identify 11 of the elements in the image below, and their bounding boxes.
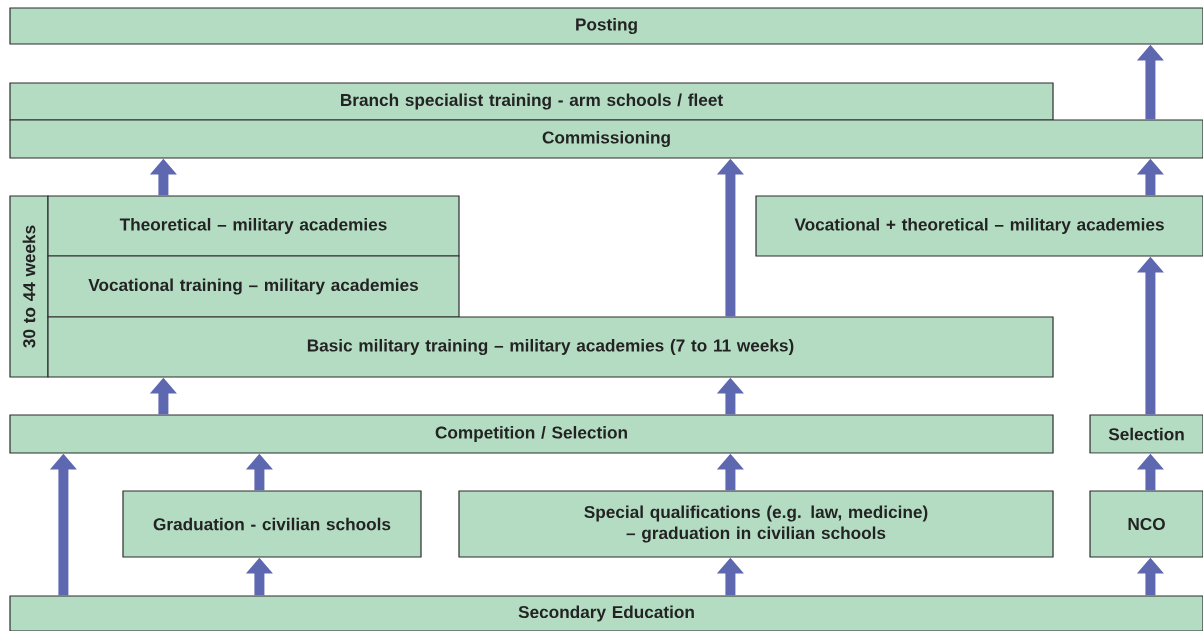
process-box: 30 to 44 weeks — [9, 195, 49, 378]
process-box: Competition / Selection — [9, 414, 1054, 454]
process-box: Special qualifications (e.g. law, medicine) – graduation in civilian schools — [458, 490, 1054, 558]
process-box: NCO — [1089, 490, 1203, 558]
process-box: Commissioning — [9, 119, 1203, 159]
process-box: Vocational + theoretical – military academies — [755, 195, 1203, 257]
process-box: Secondary Education — [9, 595, 1203, 631]
process-box: Branch specialist training - arm schools / fleet — [9, 82, 1054, 121]
process-box: Graduation - civilian schools — [122, 490, 422, 558]
process-box: Posting — [9, 7, 1203, 45]
process-box: Selection — [1089, 414, 1203, 454]
